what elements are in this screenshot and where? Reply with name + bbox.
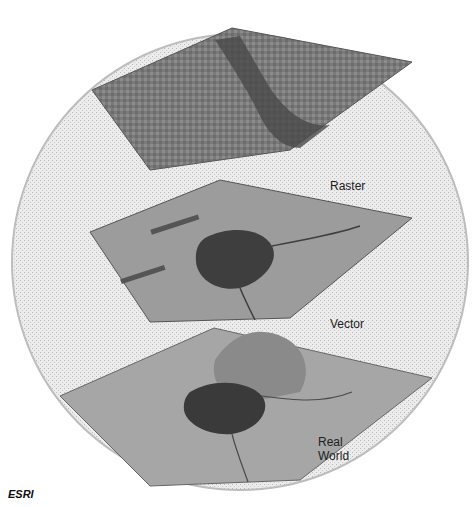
layer-label: Raster — [330, 180, 410, 194]
vector-polygon — [196, 230, 274, 289]
map-text-mark — [150, 214, 199, 234]
real-world-lake — [184, 383, 265, 435]
raster-feature — [215, 36, 330, 148]
layer-label: Vector — [330, 318, 410, 332]
source-credit: ESRI — [8, 488, 68, 501]
real-world-layer — [60, 328, 432, 486]
vector-layer — [90, 180, 412, 322]
vector-line — [240, 288, 255, 320]
raster-layer — [92, 28, 412, 170]
map-text-mark — [120, 265, 165, 284]
vector-line — [272, 226, 360, 246]
layer-label: Real World — [318, 436, 364, 464]
